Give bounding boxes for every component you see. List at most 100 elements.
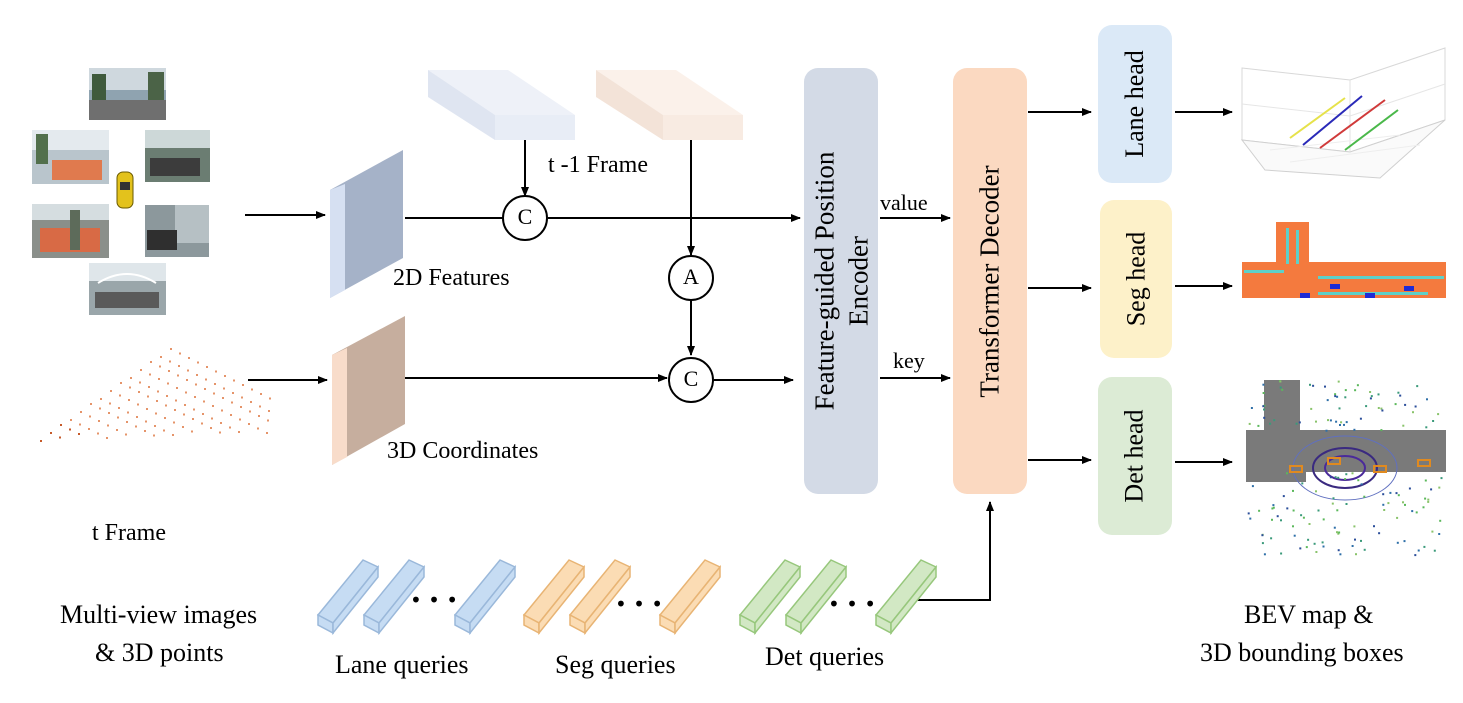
lidar-point bbox=[1293, 534, 1296, 537]
point-cloud-dot bbox=[188, 357, 190, 359]
concat-top-symbol: C bbox=[517, 204, 533, 229]
seg-query-block bbox=[568, 559, 632, 636]
lane-ellipsis: • • • bbox=[410, 588, 459, 612]
point-cloud-dot bbox=[163, 429, 165, 432]
point-cloud-dot bbox=[257, 427, 259, 430]
lidar-point bbox=[1439, 519, 1442, 522]
lidar-point bbox=[1263, 416, 1266, 419]
point-cloud-dot bbox=[241, 396, 243, 399]
lidar-point bbox=[1377, 393, 1380, 396]
det-query-block bbox=[874, 559, 938, 636]
lidar-point bbox=[1343, 423, 1345, 426]
lidar-point bbox=[1258, 509, 1261, 512]
point-cloud-3d-points bbox=[40, 348, 271, 442]
lidar-point bbox=[1396, 541, 1399, 544]
point-cloud-dot bbox=[156, 400, 158, 402]
lidar-point bbox=[1369, 397, 1372, 400]
point-cloud-dot bbox=[177, 374, 179, 377]
lidar-point bbox=[1340, 421, 1343, 424]
lidar-point bbox=[1417, 549, 1420, 552]
lidar-point bbox=[1423, 545, 1426, 548]
lidar-point bbox=[1414, 554, 1417, 557]
point-cloud-dot bbox=[219, 431, 221, 434]
lidar-point bbox=[1345, 473, 1348, 476]
lidar-point bbox=[1351, 545, 1354, 547]
concat-bottom-symbol: C bbox=[683, 366, 699, 391]
align-circle bbox=[668, 255, 714, 301]
lidar-point bbox=[1414, 405, 1417, 408]
lidar-point bbox=[1286, 507, 1289, 510]
point-cloud-dot bbox=[59, 436, 61, 439]
seg-query-block bbox=[522, 559, 586, 636]
lidar-point bbox=[1394, 403, 1397, 406]
lidar-point bbox=[1363, 495, 1366, 498]
point-cloud-dot bbox=[116, 429, 118, 431]
point-cloud-dot bbox=[90, 403, 92, 405]
lidar-point bbox=[1360, 483, 1363, 486]
lidar-point bbox=[1262, 383, 1265, 386]
point-cloud-dot bbox=[88, 428, 90, 430]
point-cloud-dot bbox=[242, 384, 244, 386]
lidar-point bbox=[1336, 395, 1339, 398]
point-cloud-dot bbox=[213, 392, 215, 395]
lidar-point bbox=[1427, 498, 1430, 501]
lidar-point bbox=[1353, 525, 1356, 528]
point-cloud-dot bbox=[229, 426, 231, 429]
det-ellipsis: • • • bbox=[828, 592, 877, 616]
point-cloud-dot bbox=[182, 426, 184, 428]
point-cloud-dot bbox=[184, 404, 186, 406]
lane-query-block bbox=[453, 559, 517, 636]
point-cloud-dot bbox=[144, 430, 146, 432]
lidar-point bbox=[1377, 407, 1380, 409]
point-cloud-dot bbox=[192, 418, 194, 420]
point-cloud-dot bbox=[205, 378, 207, 381]
lidar-point bbox=[1295, 422, 1298, 425]
lidar-point bbox=[1396, 516, 1399, 519]
point-cloud-dot bbox=[230, 414, 232, 416]
point-cloud-dot bbox=[153, 434, 155, 437]
point-cloud-dot bbox=[169, 360, 171, 363]
seg-head-block: Seg head bbox=[1100, 200, 1172, 358]
point-cloud-dot bbox=[69, 428, 71, 431]
point-cloud-dot bbox=[251, 388, 253, 391]
lidar-point bbox=[1440, 477, 1443, 480]
lidar-point bbox=[1263, 408, 1265, 411]
lidar-point bbox=[1411, 510, 1414, 513]
lidar-point bbox=[1271, 507, 1274, 510]
point-cloud-dot bbox=[179, 352, 181, 355]
lidar-point bbox=[1363, 548, 1366, 551]
point-cloud-dot bbox=[197, 361, 199, 364]
point-cloud-dot bbox=[185, 391, 187, 394]
lidar-point bbox=[1404, 503, 1406, 506]
lidar-point bbox=[1280, 552, 1283, 555]
lidar-point bbox=[1380, 407, 1383, 410]
lidar-point bbox=[1373, 525, 1375, 528]
3d-coordinates-block bbox=[332, 316, 405, 465]
camera-front-image bbox=[89, 68, 166, 120]
lidar-point bbox=[1356, 384, 1359, 387]
ego-car-icon bbox=[116, 171, 134, 209]
point-cloud-dot bbox=[160, 356, 162, 358]
lidar-point bbox=[1313, 542, 1316, 545]
point-cloud-dot bbox=[150, 361, 152, 363]
lidar-point bbox=[1353, 428, 1356, 431]
lidar-point bbox=[1433, 549, 1436, 552]
point-cloud-dot bbox=[136, 416, 138, 418]
lidar-point bbox=[1334, 395, 1337, 398]
point-cloud-dot bbox=[221, 409, 223, 412]
lidar-point bbox=[1325, 429, 1328, 432]
point-cloud-dot bbox=[159, 365, 161, 368]
lidar-point bbox=[1322, 545, 1325, 548]
key-edge-label: key bbox=[893, 348, 925, 373]
lidar-point bbox=[1331, 502, 1334, 505]
lidar-point bbox=[1317, 509, 1320, 512]
point-cloud-dot bbox=[164, 417, 166, 419]
output-caption-line2: 3D bounding boxes bbox=[1200, 638, 1404, 667]
point-cloud-dot bbox=[139, 381, 141, 384]
lidar-point bbox=[1334, 393, 1337, 396]
lidar-point bbox=[1281, 388, 1284, 391]
point-cloud-dot bbox=[135, 425, 137, 428]
lidar-point bbox=[1345, 421, 1348, 424]
